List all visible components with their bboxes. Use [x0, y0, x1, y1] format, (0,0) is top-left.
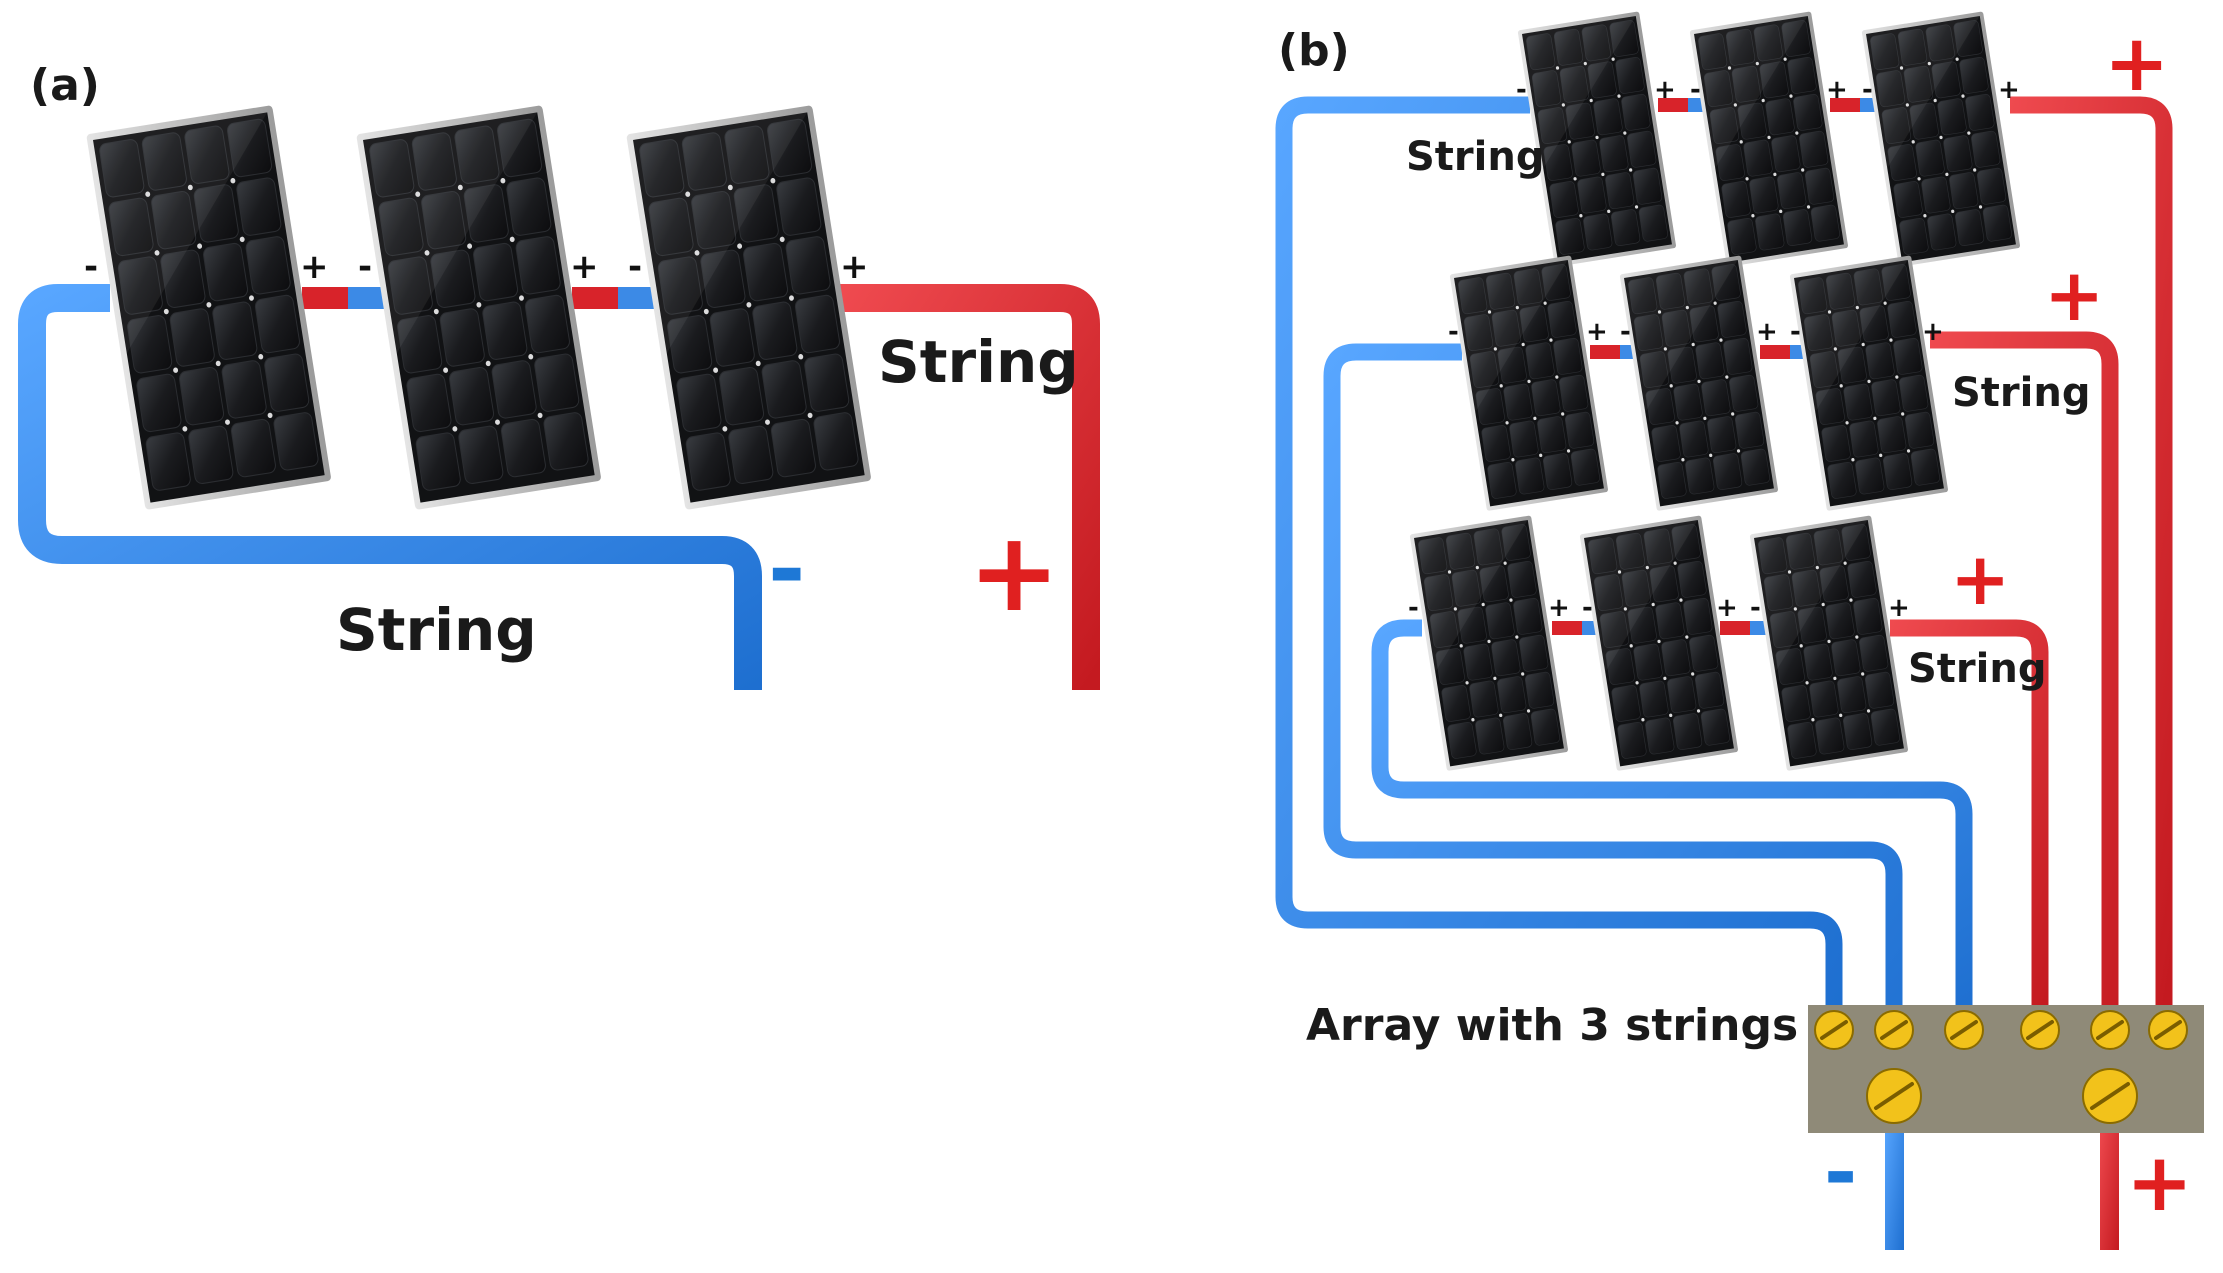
string-label-b2: String: [1952, 370, 2090, 416]
terminal-plus-b3-2: +: [1716, 593, 1738, 623]
output-plus-a: +: [968, 508, 1060, 636]
terminal-plus-b2-1: +: [1586, 317, 1608, 347]
terminal-minus-a1: -: [84, 247, 98, 287]
solar-panel-b2-1: [1449, 255, 1609, 512]
positive-wire-a: [840, 284, 1100, 690]
terminal-minus-b3-3: -: [1750, 593, 1761, 623]
output-minus-a: -: [768, 517, 805, 622]
solar-panel-b3-1: [1409, 515, 1569, 772]
positive-wire-b3: [1890, 619, 2049, 1018]
negative-wire-b2: [1323, 343, 1903, 1138]
main-negative-lead: [1885, 1120, 1904, 1250]
negative-wire-b1: [1275, 96, 1843, 1018]
panel-b-label: (b): [1278, 25, 1350, 76]
positive-wire-b2: [1930, 331, 2119, 1138]
series-jumper-a2: [572, 287, 664, 309]
terminal-minus-a2: -: [358, 247, 372, 287]
terminal-plus-a3: +: [840, 247, 869, 287]
main-positive-lead: [2100, 1120, 2119, 1250]
string-label-b3: String: [1908, 646, 2046, 692]
string-plus-b3: +: [1950, 537, 2010, 621]
terminal-plus-b2-3: +: [1922, 317, 1944, 347]
diagram-a: (a) - + - + - + String String - +: [18, 60, 1100, 690]
terminal-plus-b1-2: +: [1826, 75, 1848, 105]
solar-panel-a1: [85, 104, 333, 511]
series-jumper-a1: [302, 287, 394, 309]
negative-wire-a: [18, 284, 762, 690]
string-plus-b1: +: [2104, 19, 2169, 109]
terminal-minus-b3-1: -: [1408, 593, 1419, 623]
terminal-plus-b2-2: +: [1756, 317, 1778, 347]
solar-panel-b3-3: [1749, 515, 1909, 772]
string-plus-b2: +: [2044, 253, 2104, 337]
terminal-minus-b2-3: -: [1790, 317, 1801, 347]
combiner-box: [1808, 1005, 2204, 1133]
string-label-a-bottom: String: [336, 596, 537, 664]
solar-panel-b2-2: [1619, 255, 1779, 512]
solar-panel-b3-2: [1579, 515, 1739, 772]
solar-panel-a2: [355, 104, 603, 511]
terminal-plus-b3-1: +: [1548, 593, 1570, 623]
terminal-plus-b1-1: +: [1654, 75, 1676, 105]
string-label-a-top: String: [878, 328, 1079, 396]
array-label: Array with 3 strings: [1306, 1000, 1798, 1051]
diagram-b: (b) - +: [1275, 11, 2204, 1250]
terminal-minus-b2-1: -: [1448, 317, 1459, 347]
terminal-minus-b1-2: -: [1690, 75, 1701, 105]
string-label-b1: String: [1406, 134, 1544, 180]
terminal-minus-b1-1: -: [1516, 75, 1527, 105]
terminal-minus-b3-2: -: [1582, 593, 1593, 623]
terminal-plus-a1: +: [300, 247, 329, 287]
solar-panel-b2-3: [1789, 255, 1949, 512]
positive-wire-b1: [2010, 96, 2173, 1018]
terminal-plus-b3-3: +: [1888, 593, 1910, 623]
output-minus-b: -: [1824, 1126, 1857, 1219]
solar-panel-b1-2: [1689, 11, 1849, 268]
terminal-minus-a3: -: [628, 247, 642, 287]
terminal-plus-b1-3: +: [1998, 75, 2020, 105]
solar-panel-a3: [625, 104, 873, 511]
terminal-minus-b1-3: -: [1862, 75, 1873, 105]
solar-panel-b1-3: [1861, 11, 2021, 268]
terminal-minus-b2-2: -: [1620, 317, 1631, 347]
panel-a-label: (a): [30, 60, 100, 111]
output-plus-b: +: [2126, 1136, 2193, 1229]
negative-wire-b3: [1371, 619, 1973, 1018]
terminal-plus-a2: +: [570, 247, 599, 287]
